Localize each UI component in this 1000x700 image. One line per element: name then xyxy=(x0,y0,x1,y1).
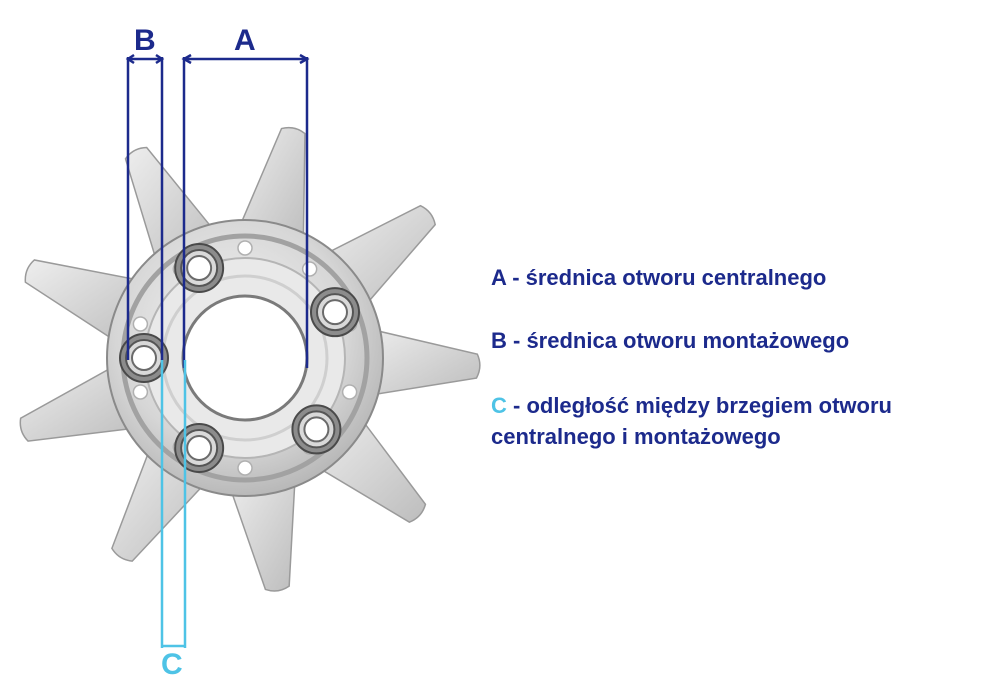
wheel-spoke xyxy=(235,126,306,249)
legend-c: C - odległość między brzegiem otworu xyxy=(491,391,892,421)
mounting-hole xyxy=(291,404,342,455)
ventilation-hole xyxy=(237,460,253,476)
legend-c-text-line1: - odległość między brzegiem otworu xyxy=(506,393,892,418)
label-c: C xyxy=(161,648,183,681)
dimension-c-lines xyxy=(160,360,187,648)
center-bore xyxy=(181,294,309,422)
legend-a: A - średnica otworu centralnego xyxy=(491,263,826,293)
legend-b-letter: B xyxy=(491,328,507,353)
ventilation-hole xyxy=(237,240,253,256)
ventilation-hole xyxy=(132,384,149,400)
legend-a-letter: A xyxy=(491,265,507,290)
mounting-hole xyxy=(174,422,225,473)
ventilation-hole xyxy=(301,261,318,277)
wheel-spoke xyxy=(227,471,297,592)
mounting-holes xyxy=(119,243,360,473)
wheel-spoke xyxy=(362,327,481,398)
mounting-hole xyxy=(119,333,169,383)
label-b: B xyxy=(134,24,156,57)
legend-c-continuation: centralnego i montażowego xyxy=(491,424,781,449)
label-a: A xyxy=(234,24,256,57)
mounting-hole xyxy=(174,243,225,294)
mounting-hole xyxy=(309,287,360,338)
legend-c-letter: C xyxy=(491,393,507,418)
ventilation-hole xyxy=(132,316,149,332)
dimension-b-lines xyxy=(125,53,165,360)
legend-a-text: - średnica otworu centralnego xyxy=(506,265,827,290)
dimension-a-lines xyxy=(181,53,310,368)
legend-b-text: - średnica otworu montażowego xyxy=(506,328,850,353)
ventilation-hole xyxy=(341,384,358,400)
legend-b: B - średnica otworu montażowego xyxy=(491,326,849,356)
